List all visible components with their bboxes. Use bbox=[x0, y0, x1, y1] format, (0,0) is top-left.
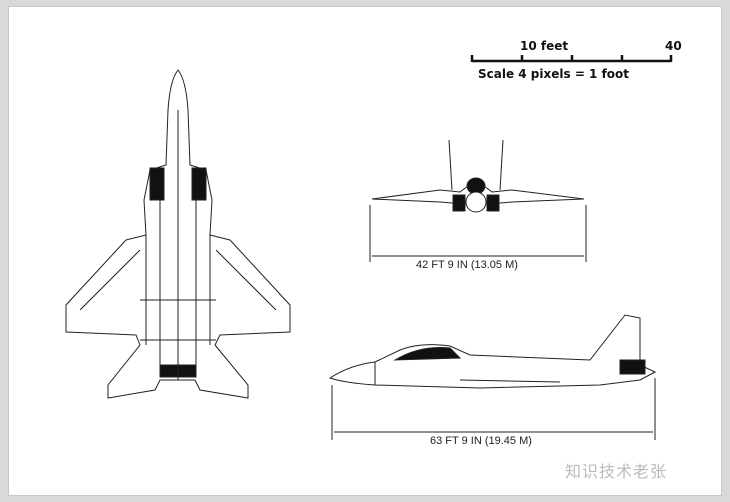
side-view bbox=[328, 314, 657, 440]
scale-caption: Scale 4 pixels = 1 foot bbox=[478, 67, 630, 81]
scale-bar bbox=[470, 55, 673, 63]
front-view bbox=[369, 139, 587, 262]
watermark: 知识技术老张 bbox=[565, 462, 668, 481]
scale-label-10-feet: 10 feet bbox=[520, 39, 569, 53]
wingspan-label: 42 FT 9 IN (13.05 M) bbox=[416, 259, 518, 271]
scale-label-40: 40 bbox=[665, 39, 682, 53]
length-label: 63 FT 9 IN (19.45 M) bbox=[430, 435, 532, 447]
top-view bbox=[65, 69, 291, 399]
